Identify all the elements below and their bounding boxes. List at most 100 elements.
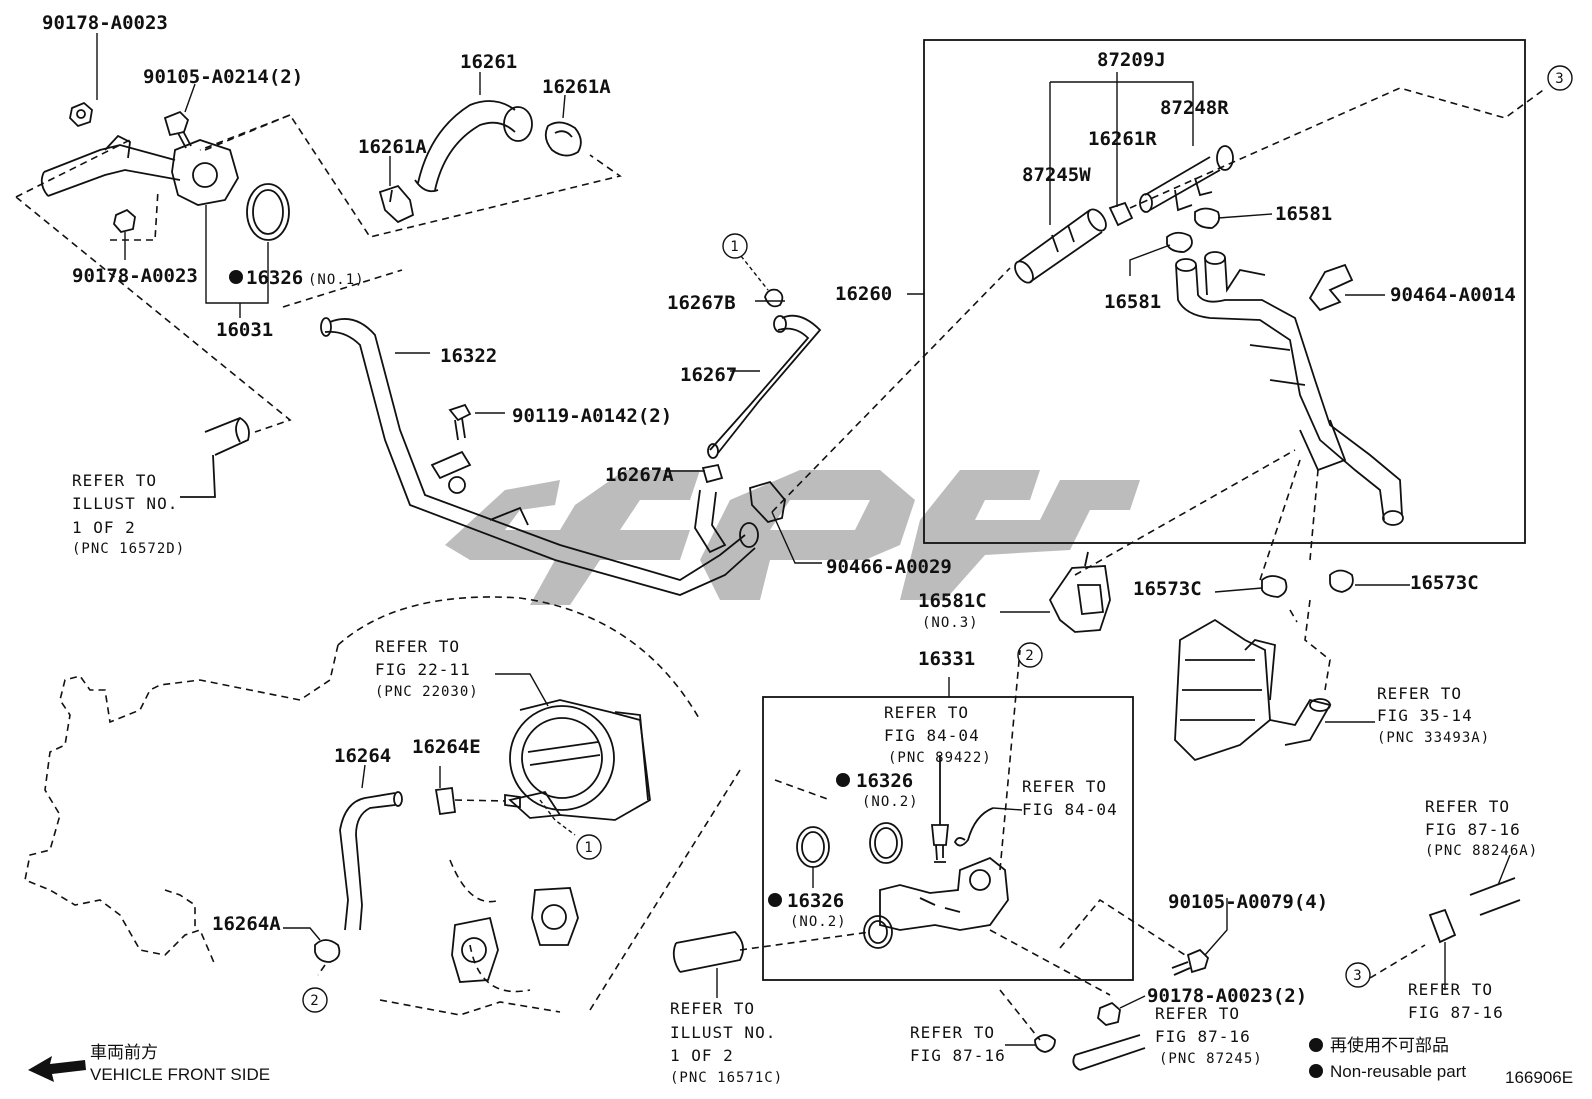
watermark-logo (445, 470, 1140, 605)
svg-text:(PNC 89422): (PNC 89422) (888, 750, 992, 766)
svg-text:ILLUST NO.: ILLUST NO. (670, 1023, 776, 1042)
clip-16264e (434, 786, 457, 816)
hose-16264 (339, 792, 396, 931)
o-ring-no2-right (869, 822, 903, 864)
non-reusable-legend: 再使用不可部品 Non-reusable part (1309, 1035, 1466, 1081)
bolt-90119 (448, 403, 472, 441)
refer-fig-35-14: REFER TO FIG 35-14 (PNC 33493A) (1377, 684, 1489, 746)
svg-text:1 OF 2: 1 OF 2 (72, 518, 136, 537)
svg-text:1: 1 (584, 840, 593, 856)
label-16326-no2-b: 16326 (787, 890, 844, 912)
callout-3-bottom: 3 (1345, 962, 1371, 988)
svg-text:2: 2 (310, 993, 319, 1009)
svg-text:REFER TO: REFER TO (375, 637, 460, 656)
clip-88246a (1428, 908, 1457, 944)
label-16573c-right: 16573C (1410, 572, 1479, 594)
water-outlet-box (589, 649, 1186, 1041)
svg-text:REFER TO: REFER TO (884, 703, 969, 722)
throttle-body-bore (509, 705, 615, 811)
svg-text:車両前方: 車両前方 (90, 1043, 158, 1062)
svg-text:1 OF 2: 1 OF 2 (670, 1046, 734, 1065)
label-16581-lower: 16581 (1104, 291, 1161, 313)
nut-90178-a0023-2 (1097, 1001, 1121, 1026)
hose-16261 (414, 100, 516, 193)
label-16264: 16264 (334, 745, 391, 767)
label-16264a: 16264A (212, 913, 281, 935)
bolt-90105-a0079 (1171, 948, 1210, 976)
label-90105-a0079: 90105-A0079(4) (1168, 891, 1328, 913)
svg-text:REFER TO: REFER TO (1377, 684, 1462, 703)
lower-hoses (672, 609, 1521, 1071)
water-bypass-pipe-group (180, 255, 1011, 596)
refer-fig-87-16-a: REFER TO FIG 87-16 (PNC 88246A) (1425, 797, 1538, 859)
label-16322: 16322 (440, 345, 497, 367)
gasket-right (531, 887, 579, 946)
engine-outline (24, 596, 701, 1016)
refer-fig-22-11: REFER TO FIG 22-11 (PNC 22030) (375, 637, 478, 700)
label-87245w: 87245W (1022, 164, 1091, 186)
svg-text:ILLUST NO.: ILLUST NO. (72, 494, 178, 513)
callout-1-top: 1 (722, 233, 748, 259)
label-16031: 16031 (216, 319, 273, 341)
temp-sensor (931, 755, 949, 863)
nut-90178-lower (113, 208, 136, 234)
label-90105-a0214: 90105-A0214(2) (143, 66, 303, 88)
label-16260: 16260 (835, 283, 892, 305)
svg-text:1: 1 (730, 239, 739, 255)
label-16326-no2-b-sub: (NO.2) (790, 914, 847, 930)
label-90178-a0023-2: 90178-A0023(2) (1147, 985, 1307, 1007)
label-16581-upper: 16581 (1275, 203, 1332, 225)
lower-fasteners (1097, 898, 1228, 1026)
hose-87245w (1017, 209, 1103, 283)
callout-3-top: 3 (1547, 65, 1573, 91)
svg-text:FIG 84-04: FIG 84-04 (1022, 800, 1118, 819)
clip-16267b (764, 288, 784, 308)
svg-text:2: 2 (1025, 648, 1034, 664)
label-16326-no2-a-sub: (NO.2) (862, 794, 919, 810)
valve-16581c (1048, 565, 1111, 633)
svg-text:(PNC 16571C): (PNC 16571C) (670, 1070, 783, 1086)
non-reusable-dot-1 (229, 270, 243, 284)
water-outlet-housing (879, 856, 1009, 931)
refer-fig-87-16-d: REFER TO FIG 87-16 (PNC 87245) (1155, 1004, 1263, 1067)
arrow-left-icon (28, 1056, 86, 1082)
svg-text:Non-reusable part: Non-reusable part (1330, 1062, 1466, 1081)
label-16581c-sub: (NO.3) (922, 615, 979, 631)
clamp-90466 (749, 480, 786, 524)
svg-text:(PNC 88246A): (PNC 88246A) (1425, 843, 1538, 859)
label-16581c: 16581C (918, 590, 987, 612)
label-16261: 16261 (460, 51, 517, 73)
label-87248r: 87248R (1160, 97, 1229, 119)
label-90178-mid: 90178-A0023 (72, 265, 198, 287)
label-16261r: 16261R (1088, 128, 1157, 150)
callout-2-bottom: 2 (302, 987, 328, 1013)
label-16267: 16267 (680, 364, 737, 386)
pipe-16322 (324, 318, 756, 596)
clamp-16573c-right (1329, 569, 1354, 593)
label-16264e: 16264E (412, 736, 481, 758)
svg-text:FIG 84-04: FIG 84-04 (884, 726, 980, 745)
non-reusable-dot-2 (836, 773, 850, 787)
bracket-90464 (1308, 263, 1354, 312)
svg-text:FIG 87-16: FIG 87-16 (1155, 1027, 1251, 1046)
nut-90178-upper (69, 101, 93, 128)
label-87209j: 87209J (1097, 49, 1166, 71)
hose-16260 (1175, 264, 1403, 521)
o-ring-no1 (246, 183, 290, 241)
svg-text:(PNC 87245): (PNC 87245) (1159, 1051, 1263, 1067)
svg-text:REFER TO: REFER TO (910, 1023, 995, 1042)
svg-text:(PNC 16572D): (PNC 16572D) (72, 541, 185, 557)
refer-fig-87-16-c: REFER TO FIG 87-16 (910, 1023, 1005, 1065)
label-16261a-right: 16261A (542, 76, 611, 98)
label-16331: 16331 (918, 648, 975, 670)
clamp-16581-upper (1194, 207, 1221, 229)
svg-text:REFER TO: REFER TO (1425, 797, 1510, 816)
clamp-16261r (1108, 201, 1134, 227)
callout-1-bottom: 1 (576, 834, 602, 860)
label-90464: 90464-A0014 (1390, 284, 1516, 306)
callout-2-mid: 2 (1017, 642, 1043, 668)
label-16326-no1-sub: (NO.1) (308, 272, 365, 288)
label-16267a: 16267A (605, 464, 674, 486)
water-hose-assembly-box (907, 39, 1547, 581)
